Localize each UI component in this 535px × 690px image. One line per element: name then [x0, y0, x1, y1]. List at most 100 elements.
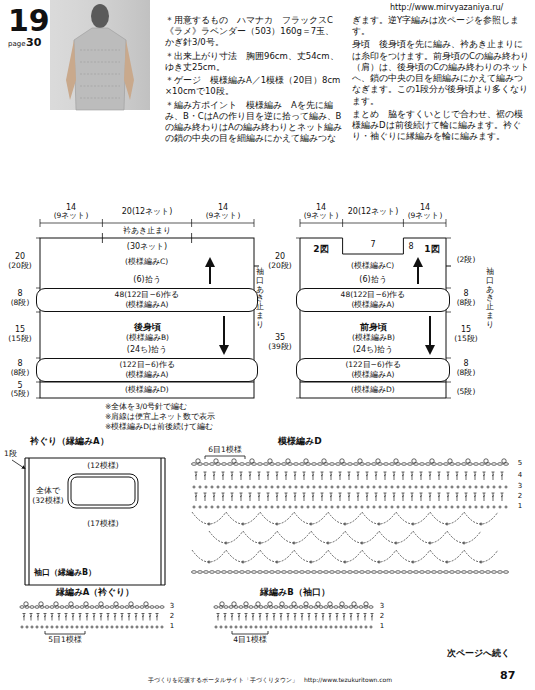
stitch-symbol	[37, 614, 40, 621]
stitch-symbol	[246, 505, 249, 508]
annotation-text: (6)拾う	[133, 275, 160, 284]
stitch-symbol	[288, 485, 291, 488]
stitch-symbol	[197, 463, 202, 466]
stitch-symbol	[125, 625, 128, 628]
stitch-symbol	[321, 472, 324, 480]
stitch-symbol	[258, 472, 261, 480]
stitch-symbol	[35, 625, 38, 628]
stitch-symbol	[249, 472, 252, 480]
stitch-symbol	[115, 606, 119, 609]
stitch-symbol	[492, 485, 495, 488]
stitch-symbol	[260, 512, 294, 524]
stitch-symbol	[401, 463, 406, 466]
stitch-symbol	[252, 505, 255, 508]
stitch-symbol	[233, 571, 238, 574]
stitch-symbol	[245, 463, 250, 466]
stitch-symbol	[125, 606, 129, 609]
stitch-symbol	[343, 560, 346, 563]
stitch-symbol	[371, 463, 376, 466]
heading-text: 2図	[313, 244, 328, 254]
stitch-symbol	[359, 606, 363, 609]
stitch-symbol	[195, 493, 198, 501]
annotation-text: (17模様)	[87, 520, 118, 529]
stitch-symbol	[321, 493, 324, 501]
stitch-symbol	[329, 614, 332, 621]
stitch-symbol	[20, 625, 23, 628]
stitch-symbol	[378, 485, 381, 488]
stitch-symbol	[341, 571, 346, 574]
stitch-symbol	[419, 463, 424, 466]
stitch-symbol	[323, 463, 328, 466]
stitch-symbol	[156, 614, 159, 621]
stitch-symbol	[444, 505, 447, 508]
stitch-symbol	[233, 463, 238, 466]
stitch-symbol	[339, 606, 343, 609]
stitch-symbol	[40, 606, 44, 609]
stitch-symbol	[155, 625, 158, 628]
stitch-symbol	[224, 614, 227, 621]
stitch-symbol	[364, 625, 367, 628]
stitch-symbol	[354, 625, 357, 628]
stitch-symbol	[396, 512, 430, 524]
stitch-symbol	[93, 614, 96, 621]
stitch-symbol	[330, 485, 333, 488]
stitch-symbol	[263, 463, 268, 466]
stitch-symbol	[227, 463, 232, 466]
region-text: (模様編みD)	[125, 385, 169, 395]
stitch-symbol	[203, 463, 208, 466]
stitch-symbol	[314, 606, 318, 609]
stitch-symbol	[443, 463, 448, 466]
stitch-symbol	[383, 571, 388, 574]
annotation-text: (9ネット)	[206, 212, 241, 221]
stitch-symbol	[411, 493, 414, 501]
stitch-symbol	[501, 472, 504, 480]
stitch-symbol	[301, 614, 304, 621]
stitch-symbol	[285, 493, 288, 501]
stitch-symbol	[249, 493, 252, 501]
stitch-symbol	[336, 485, 339, 488]
stitch-symbol	[204, 485, 207, 488]
stitch-symbol	[224, 541, 227, 544]
annotation-text: page	[8, 40, 25, 48]
stitch-symbol	[281, 463, 286, 466]
stitch-symbol	[357, 614, 360, 621]
stitch-symbol	[426, 485, 429, 488]
annotation-text: 3	[170, 602, 174, 610]
pattern-band: 48(122目−6)作る(模様編みA)	[296, 288, 450, 312]
stitch-symbol	[503, 571, 508, 574]
stitch-symbol	[349, 606, 353, 609]
annotation-text: (8段)	[457, 369, 476, 378]
stitch-symbol	[360, 505, 363, 508]
stitch-symbol	[85, 625, 88, 628]
stitch-symbol	[214, 625, 217, 628]
stitch-symbol	[311, 531, 345, 543]
stitch-symbol	[145, 606, 149, 609]
annotation-text: 20(12ネット)	[122, 207, 173, 216]
stitch-symbol	[420, 505, 423, 508]
stitch-symbol	[491, 571, 496, 574]
stitch-symbol	[191, 463, 196, 466]
stitch-symbol	[142, 614, 145, 621]
stitch-symbol	[254, 606, 258, 609]
stitch-symbol	[231, 472, 234, 480]
stitch-symbol	[407, 571, 412, 574]
stitch-symbol	[274, 625, 277, 628]
stitch-symbol	[305, 463, 310, 466]
stitch-symbol	[263, 571, 268, 574]
stitch-symbol	[462, 541, 465, 544]
stitch-symbol	[294, 472, 297, 480]
stitch-symbol	[270, 485, 273, 488]
stitch-symbol	[292, 541, 295, 544]
stitch-symbol	[344, 625, 347, 628]
stitch-symbol	[479, 463, 484, 466]
stitch-symbol	[229, 606, 233, 609]
stitch-symbol	[257, 463, 262, 466]
stitch-symbol	[221, 463, 226, 466]
stitch-symbol	[289, 606, 293, 609]
annotation-text: (15段)	[8, 335, 31, 344]
stitch-symbol	[432, 505, 435, 508]
stitch-symbol	[228, 505, 231, 508]
annotation-text: 2	[170, 612, 174, 620]
stitch-symbol	[438, 472, 441, 480]
stitch-symbol	[322, 614, 325, 621]
